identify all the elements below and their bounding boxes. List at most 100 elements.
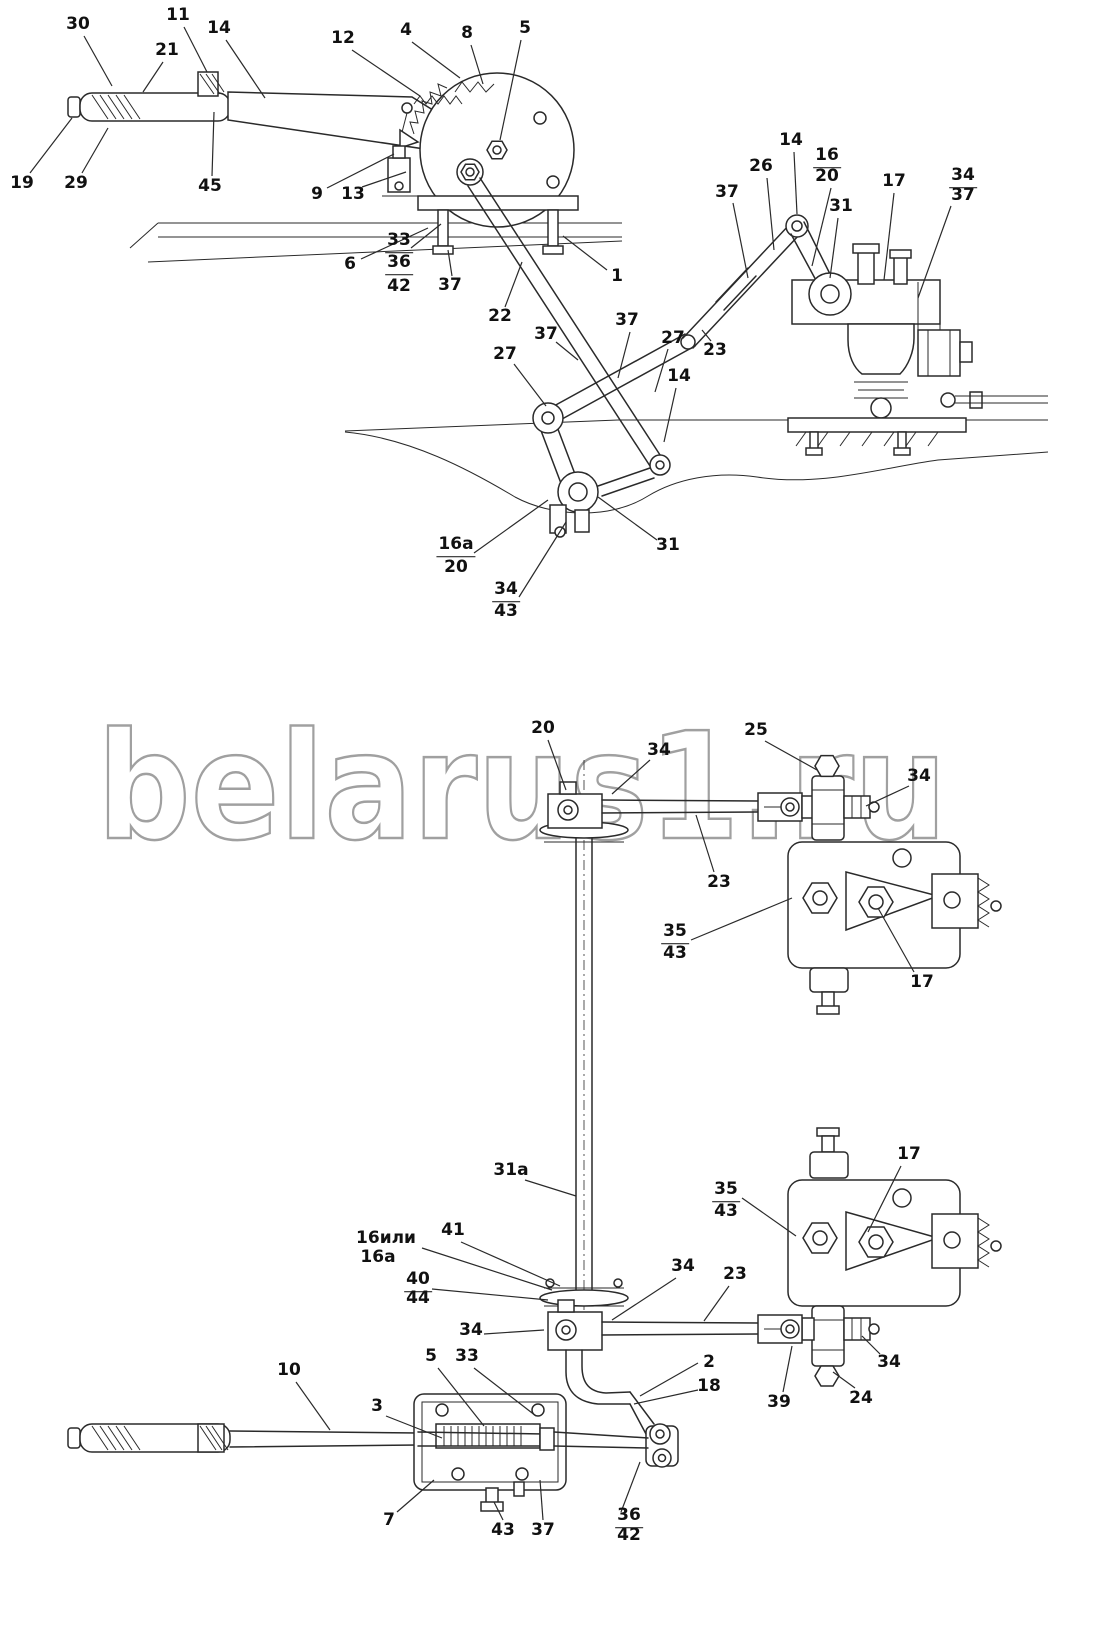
leader-line <box>703 1285 730 1322</box>
adjusting-bolt-17 <box>857 249 875 285</box>
leader-lines <box>29 26 952 1521</box>
hand-lever-assembly <box>67 71 453 153</box>
adjuster-link-24 <box>811 1305 845 1367</box>
leader-line <box>470 44 484 85</box>
frame-lines <box>129 222 1049 514</box>
leader-line <box>654 348 669 393</box>
tie-rod-22 <box>467 177 663 467</box>
leader-line <box>361 171 407 188</box>
leader-line <box>877 907 915 973</box>
ball-end <box>870 397 892 419</box>
leader-line <box>504 261 523 308</box>
leader-line <box>421 1247 553 1291</box>
bracket-bolt-left <box>437 209 449 247</box>
leader-line <box>562 235 608 271</box>
leader-line <box>473 499 549 554</box>
leader-line <box>473 1367 537 1417</box>
brake-actuator-unit <box>787 221 1048 456</box>
leader-line <box>211 111 215 177</box>
leader-line <box>617 331 631 379</box>
leader-line <box>701 329 712 342</box>
leader-line <box>633 1389 699 1405</box>
top-tab <box>809 1151 849 1179</box>
handle-end-cap <box>67 96 81 118</box>
leader-line <box>326 153 395 189</box>
leader-line <box>547 739 567 791</box>
bottom-tab <box>809 967 849 993</box>
leader-line <box>499 39 522 141</box>
adjuster-bolt-24 <box>814 1365 840 1387</box>
leader-line <box>639 1362 699 1397</box>
leader-line <box>493 1501 504 1521</box>
leader-line <box>410 223 442 249</box>
leader-line <box>782 1345 793 1393</box>
leader-line <box>183 26 208 73</box>
leader-line <box>597 496 658 541</box>
leader-line <box>811 187 832 267</box>
leader-line <box>396 1479 435 1513</box>
upper-adjuster-assembly <box>787 754 1002 1015</box>
lower-tie-rod <box>547 1299 803 1351</box>
adjuster-link-25 <box>811 775 845 841</box>
lower-handle-cap <box>67 1427 81 1449</box>
lower-lever-assembly <box>67 1393 649 1512</box>
leader-line <box>883 192 895 281</box>
leader-line <box>142 61 164 93</box>
lock-nut-34-lower <box>843 1317 871 1341</box>
leader-line <box>447 249 453 277</box>
lock-nut-34 <box>843 795 871 819</box>
leader-line <box>832 1371 856 1389</box>
cylinder <box>917 329 961 377</box>
leader-line <box>83 35 113 87</box>
rod-fitting <box>940 392 956 408</box>
leader-line <box>351 49 421 97</box>
leader-line <box>225 39 266 99</box>
lower-adjuster-assembly <box>787 1127 1002 1387</box>
mounting-bracket <box>417 195 579 211</box>
sector-assembly <box>382 72 579 255</box>
pawl <box>399 128 420 150</box>
leader-line <box>81 127 109 174</box>
lower-flange <box>539 1289 629 1307</box>
leader-line <box>431 1288 549 1301</box>
lock-bolt-34 <box>893 255 908 285</box>
plate-bolt-33 <box>435 1403 449 1417</box>
rod-joint <box>680 334 696 350</box>
leader-line <box>829 217 839 279</box>
spring-8 <box>454 81 495 93</box>
leader-line <box>483 1329 545 1335</box>
bell-housing <box>847 323 915 375</box>
leader-line <box>620 1461 641 1513</box>
plate-bolt-37 <box>531 1403 545 1417</box>
handle-grip <box>79 92 231 122</box>
lower-handle-grip <box>79 1423 231 1453</box>
leader-line <box>861 1335 881 1355</box>
leader-line <box>518 521 567 598</box>
linkage-cluster <box>532 333 696 538</box>
leader-line <box>764 740 818 771</box>
leader-line <box>460 1241 561 1287</box>
tie-rod-23 <box>682 214 809 349</box>
adjuster-bolt-25 <box>814 754 840 778</box>
sector-teeth <box>409 83 448 135</box>
ratchet-bar-5 <box>435 1423 541 1449</box>
leader-line <box>766 177 775 251</box>
upper-tie-rod <box>547 781 803 829</box>
leader-line <box>437 1367 485 1427</box>
leader-line <box>295 1381 331 1431</box>
spring-12 <box>413 95 463 105</box>
leader-line <box>741 1197 797 1237</box>
leader-line <box>865 785 910 807</box>
leader-line <box>695 814 715 873</box>
bracket-bolt-right <box>547 209 559 247</box>
leader-line <box>917 205 952 299</box>
leader-line <box>524 1179 577 1197</box>
grip-hatch <box>91 94 141 120</box>
leader-line <box>867 1165 902 1233</box>
base-plate <box>787 417 967 433</box>
pawl-pivot <box>401 102 413 114</box>
leader-line <box>360 227 429 260</box>
clamp-bolt-44 <box>613 1278 623 1288</box>
leader-line <box>539 1479 544 1521</box>
